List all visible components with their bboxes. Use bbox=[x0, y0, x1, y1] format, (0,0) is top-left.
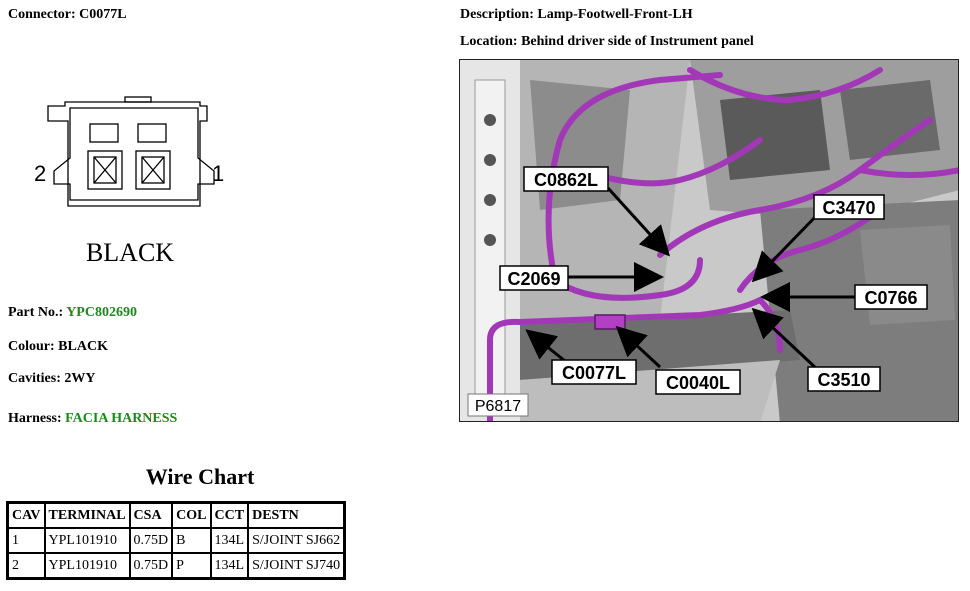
table-header-row: CAV TERMINAL CSA COL CCT DESTN bbox=[6, 501, 346, 529]
connector-pinout-diagram: 2 1 BLACK bbox=[34, 96, 224, 267]
cavities: Cavities: 2WY bbox=[8, 371, 96, 387]
callout-labels: C0862L C3470 C2069 C0766 C0077L C0040L C… bbox=[467, 166, 928, 417]
location-value: Behind driver side of Instrument panel bbox=[521, 34, 754, 49]
cell-terminal: YPL101910 bbox=[43, 527, 131, 554]
colour-value: BLACK bbox=[58, 339, 108, 354]
table-row: 2 YPL101910 0.75D P 134L S/JOINT SJ740 bbox=[6, 552, 346, 580]
column-header-terminal: TERMINAL bbox=[43, 501, 131, 529]
harness-link[interactable]: FACIA HARNESS bbox=[65, 411, 178, 426]
harness-label: Harness: bbox=[8, 411, 62, 426]
table-row: 1 YPL101910 0.75D B 134L S/JOINT SJ662 bbox=[6, 527, 346, 554]
column-header-cav: CAV bbox=[6, 501, 46, 529]
location-illustration: C0862L C3470 C2069 C0766 C0077L C0040L C… bbox=[460, 60, 958, 421]
colour: Colour: BLACK bbox=[8, 339, 108, 355]
pin-1-label: 1 bbox=[212, 161, 224, 186]
description-value: Lamp-Footwell-Front-LH bbox=[537, 7, 693, 22]
callout-c3470: C3470 bbox=[822, 198, 875, 218]
harness: Harness: FACIA HARNESS bbox=[8, 411, 177, 427]
cell-cav: 1 bbox=[6, 527, 46, 554]
part-no-link[interactable]: YPC802690 bbox=[66, 305, 137, 320]
description-label: Description: bbox=[460, 7, 534, 22]
wire-chart-title: Wire Chart bbox=[145, 464, 255, 489]
cell-col: B bbox=[171, 527, 212, 554]
cell-col: P bbox=[171, 552, 212, 580]
description: Description: Lamp-Footwell-Front-LH bbox=[460, 7, 693, 23]
callout-c3510: C3510 bbox=[817, 370, 870, 390]
callout-c0862l: C0862L bbox=[534, 170, 598, 190]
connector-label: Connector: bbox=[8, 7, 76, 22]
column-header-col: COL bbox=[171, 501, 212, 529]
cavities-value: 2WY bbox=[64, 371, 96, 386]
cell-destn: S/JOINT SJ740 bbox=[247, 552, 346, 580]
callout-c2069: C2069 bbox=[507, 269, 560, 289]
callout-c0766: C0766 bbox=[864, 288, 917, 308]
cell-cct: 134L bbox=[209, 552, 250, 580]
callout-p6817: P6817 bbox=[475, 398, 521, 415]
location: Location: Behind driver side of Instrume… bbox=[460, 34, 754, 50]
housing-colour-label: BLACK bbox=[86, 238, 174, 267]
location-label: Location: bbox=[460, 34, 518, 49]
column-header-csa: CSA bbox=[128, 501, 174, 529]
cell-cct: 134L bbox=[209, 527, 250, 554]
callout-c0040l: C0040L bbox=[666, 373, 730, 393]
part-number: Part No.: YPC802690 bbox=[8, 305, 137, 321]
column-header-destn: DESTN bbox=[247, 501, 346, 529]
wire-chart-table: CAV TERMINAL CSA COL CCT DESTN 1 YPL1019… bbox=[6, 501, 347, 580]
callout-c0077l: C0077L bbox=[562, 363, 626, 383]
connector-title: Connector: C0077L bbox=[8, 7, 127, 23]
cell-csa: 0.75D bbox=[128, 527, 174, 554]
cell-cav: 2 bbox=[6, 552, 46, 580]
connector-housing-outline bbox=[47, 96, 215, 207]
cell-destn: S/JOINT SJ662 bbox=[247, 527, 346, 554]
column-header-cct: CCT bbox=[209, 501, 250, 529]
connector-location-photo: C0862L C3470 C2069 C0766 C0077L C0040L C… bbox=[459, 59, 959, 422]
part-no-label: Part No.: bbox=[8, 305, 64, 320]
pin-2-label: 2 bbox=[34, 161, 46, 186]
connector-value: C0077L bbox=[79, 7, 127, 22]
cell-csa: 0.75D bbox=[128, 552, 174, 580]
cell-terminal: YPL101910 bbox=[43, 552, 131, 580]
cavities-label: Cavities: bbox=[8, 371, 61, 386]
colour-label: Colour: bbox=[8, 339, 55, 354]
